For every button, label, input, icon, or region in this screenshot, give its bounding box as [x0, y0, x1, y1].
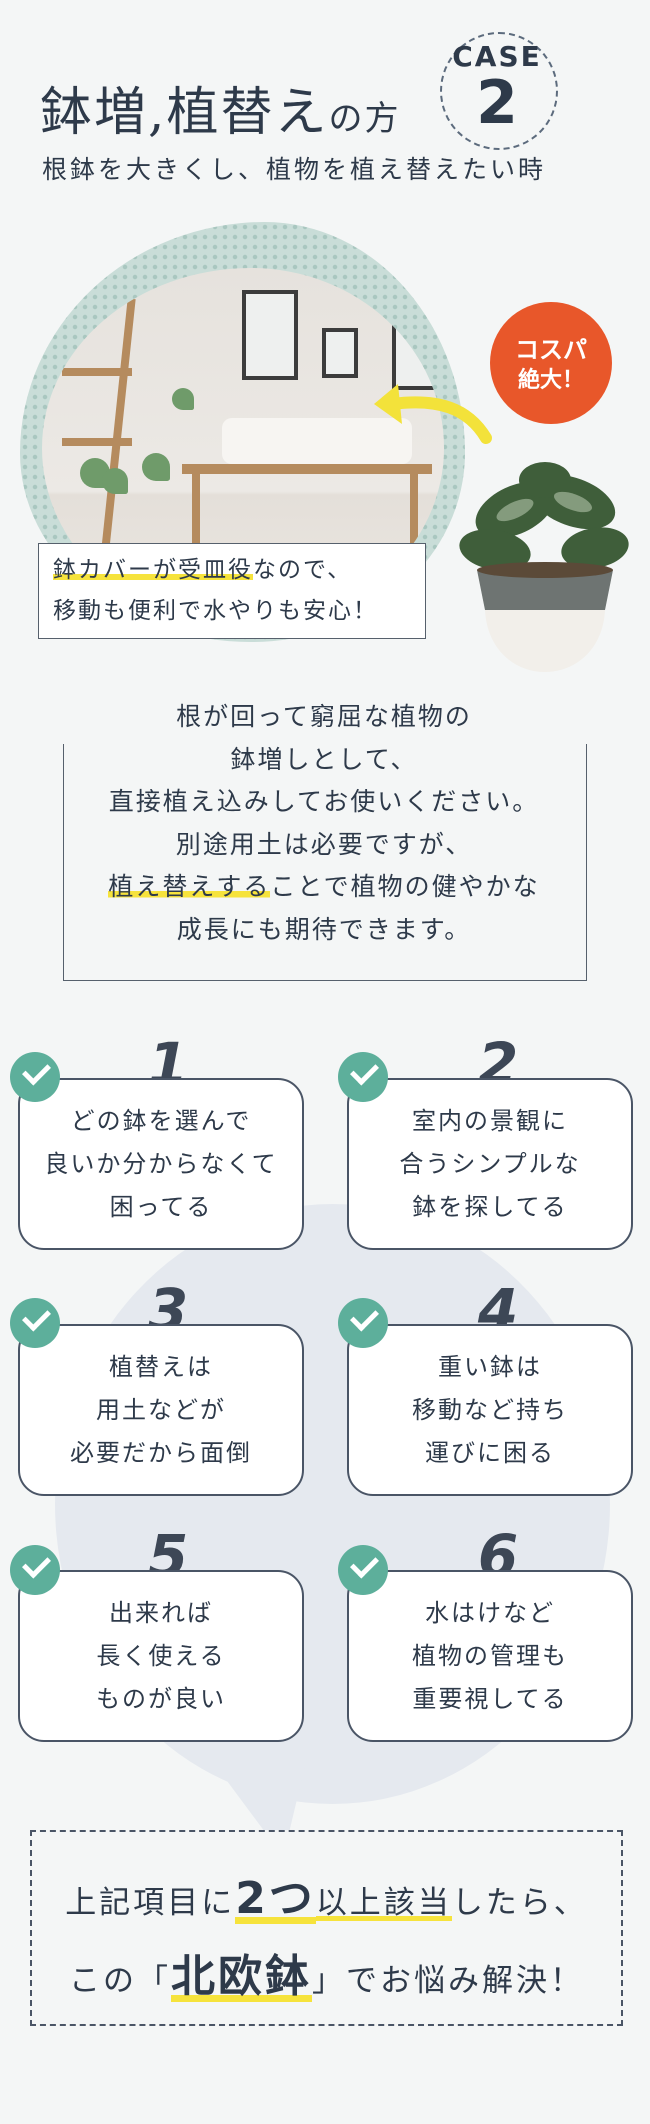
desc-line: 根が回って窮屈な植物の [176, 702, 472, 731]
bench-leg [410, 474, 418, 564]
card-line: 必要だから面倒 [70, 1439, 252, 1467]
check-icon [10, 1545, 60, 1595]
page-title: 鉢増,植替えの方 [40, 70, 401, 145]
case-label: CASE [452, 40, 542, 73]
wall-frame [242, 290, 298, 380]
conclusion-count: 2つ [235, 1873, 316, 1924]
desc-line: 別途用土は必要ですが、 [175, 829, 473, 859]
product-name: 北欧鉢 [171, 1951, 312, 2002]
badge-text-1: コスパ [515, 336, 587, 364]
sofa [222, 418, 412, 464]
badge-text-2: 絶大！ [517, 368, 584, 393]
card-line: 植替えは [109, 1353, 213, 1381]
page-subtitle: 根鉢を大きくし、植物を植え替えたい時 [42, 155, 547, 184]
check-icon [338, 1052, 388, 1102]
wall-frame [392, 312, 444, 390]
conclusion-text: この「 [69, 1963, 171, 1999]
caption-highlight: 鉢カバーが受皿役 [53, 557, 253, 583]
conclusion-line-1: 上記項目に2つ以上該当したら、 [30, 1862, 623, 1926]
card-line: ものが良い [96, 1685, 226, 1713]
checklist-card: どの鉢を選んで 良いか分からなくて 困ってる [18, 1078, 304, 1250]
description-frame [63, 744, 587, 981]
conclusion-underlined: 以上該当 [315, 1885, 452, 1921]
caption-line2: 移動も便利で水やりも安心！ [53, 598, 378, 624]
card-line: 植物の管理も [412, 1642, 568, 1670]
checklist-card: 出来れば 長く使える ものが良い [18, 1570, 304, 1742]
desc-line: ことで植物の健やかな [270, 872, 540, 901]
title-suffix: の方 [328, 99, 401, 139]
case-badge [440, 32, 558, 150]
card-line: 長く使える [96, 1642, 226, 1670]
card-line: 合うシンプルな [399, 1150, 581, 1178]
case-number: 2 [476, 68, 518, 138]
card-line: どの鉢を選んで [70, 1107, 252, 1135]
conclusion-box [30, 1830, 623, 2026]
check-icon [338, 1545, 388, 1595]
room-plant [172, 388, 194, 410]
description-text: 根が回って窮屈な植物の 鉢増しとして、 直接植え込みしてお使いください。 別途用… [63, 696, 585, 951]
shelf-board [62, 438, 132, 446]
desc-line: 鉢増しとして、 [230, 744, 418, 774]
bench-leg [192, 474, 200, 564]
card-line: 水はけなど [425, 1599, 555, 1627]
card-line: 困ってる [109, 1193, 213, 1221]
cost-badge [490, 302, 612, 424]
wall-frame [322, 328, 358, 378]
card-line: 運びに困る [425, 1439, 555, 1467]
potted-plant-image [459, 462, 629, 672]
check-icon [10, 1298, 60, 1348]
conclusion-text: 上記項目に [65, 1885, 236, 1921]
conclusion-text: 」でお悩み解決！ [312, 1963, 584, 1999]
check-icon [338, 1298, 388, 1348]
desc-highlight: 植え替えする [108, 872, 271, 901]
card-line: 出来れば [109, 1599, 213, 1627]
card-line: 重要視してる [412, 1685, 568, 1713]
card-line: 鉢を探してる [412, 1193, 568, 1221]
checklist-card: 室内の景観に 合うシンプルな 鉢を探してる [347, 1078, 633, 1250]
checklist-card: 植替えは 用土などが 必要だから面倒 [18, 1324, 304, 1496]
hero-caption-box: 鉢カバーが受皿役なので、 移動も便利で水やりも安心！ [38, 543, 426, 639]
shelf-board [62, 368, 132, 376]
arrow-icon [374, 384, 492, 444]
checklist-card: 水はけなど 植物の管理も 重要視してる [347, 1570, 633, 1742]
card-line: 用土などが [96, 1396, 226, 1424]
checklist-card: 重い鉢は 移動など持ち 運びに困る [347, 1324, 633, 1496]
bench-top [182, 464, 432, 474]
check-icon [10, 1052, 60, 1102]
room-plant [102, 468, 128, 494]
card-line: 移動など持ち [412, 1396, 568, 1424]
card-line: 重い鉢は [438, 1353, 542, 1381]
title-main: 鉢増,植替え [40, 83, 329, 143]
room-plant [142, 453, 170, 481]
desc-line: 直接植え込みしてお使いください。 [108, 787, 540, 816]
card-line: 良いか分からなくて [44, 1150, 278, 1178]
caption-line1-rest: なので、 [253, 557, 353, 583]
desc-line: 成長にも期待できます。 [176, 914, 472, 944]
conclusion-text: したら、 [451, 1885, 588, 1921]
conclusion-line-2: この「北欧鉢」でお悩み解決！ [30, 1940, 623, 2004]
card-line: 室内の景観に [412, 1107, 568, 1135]
